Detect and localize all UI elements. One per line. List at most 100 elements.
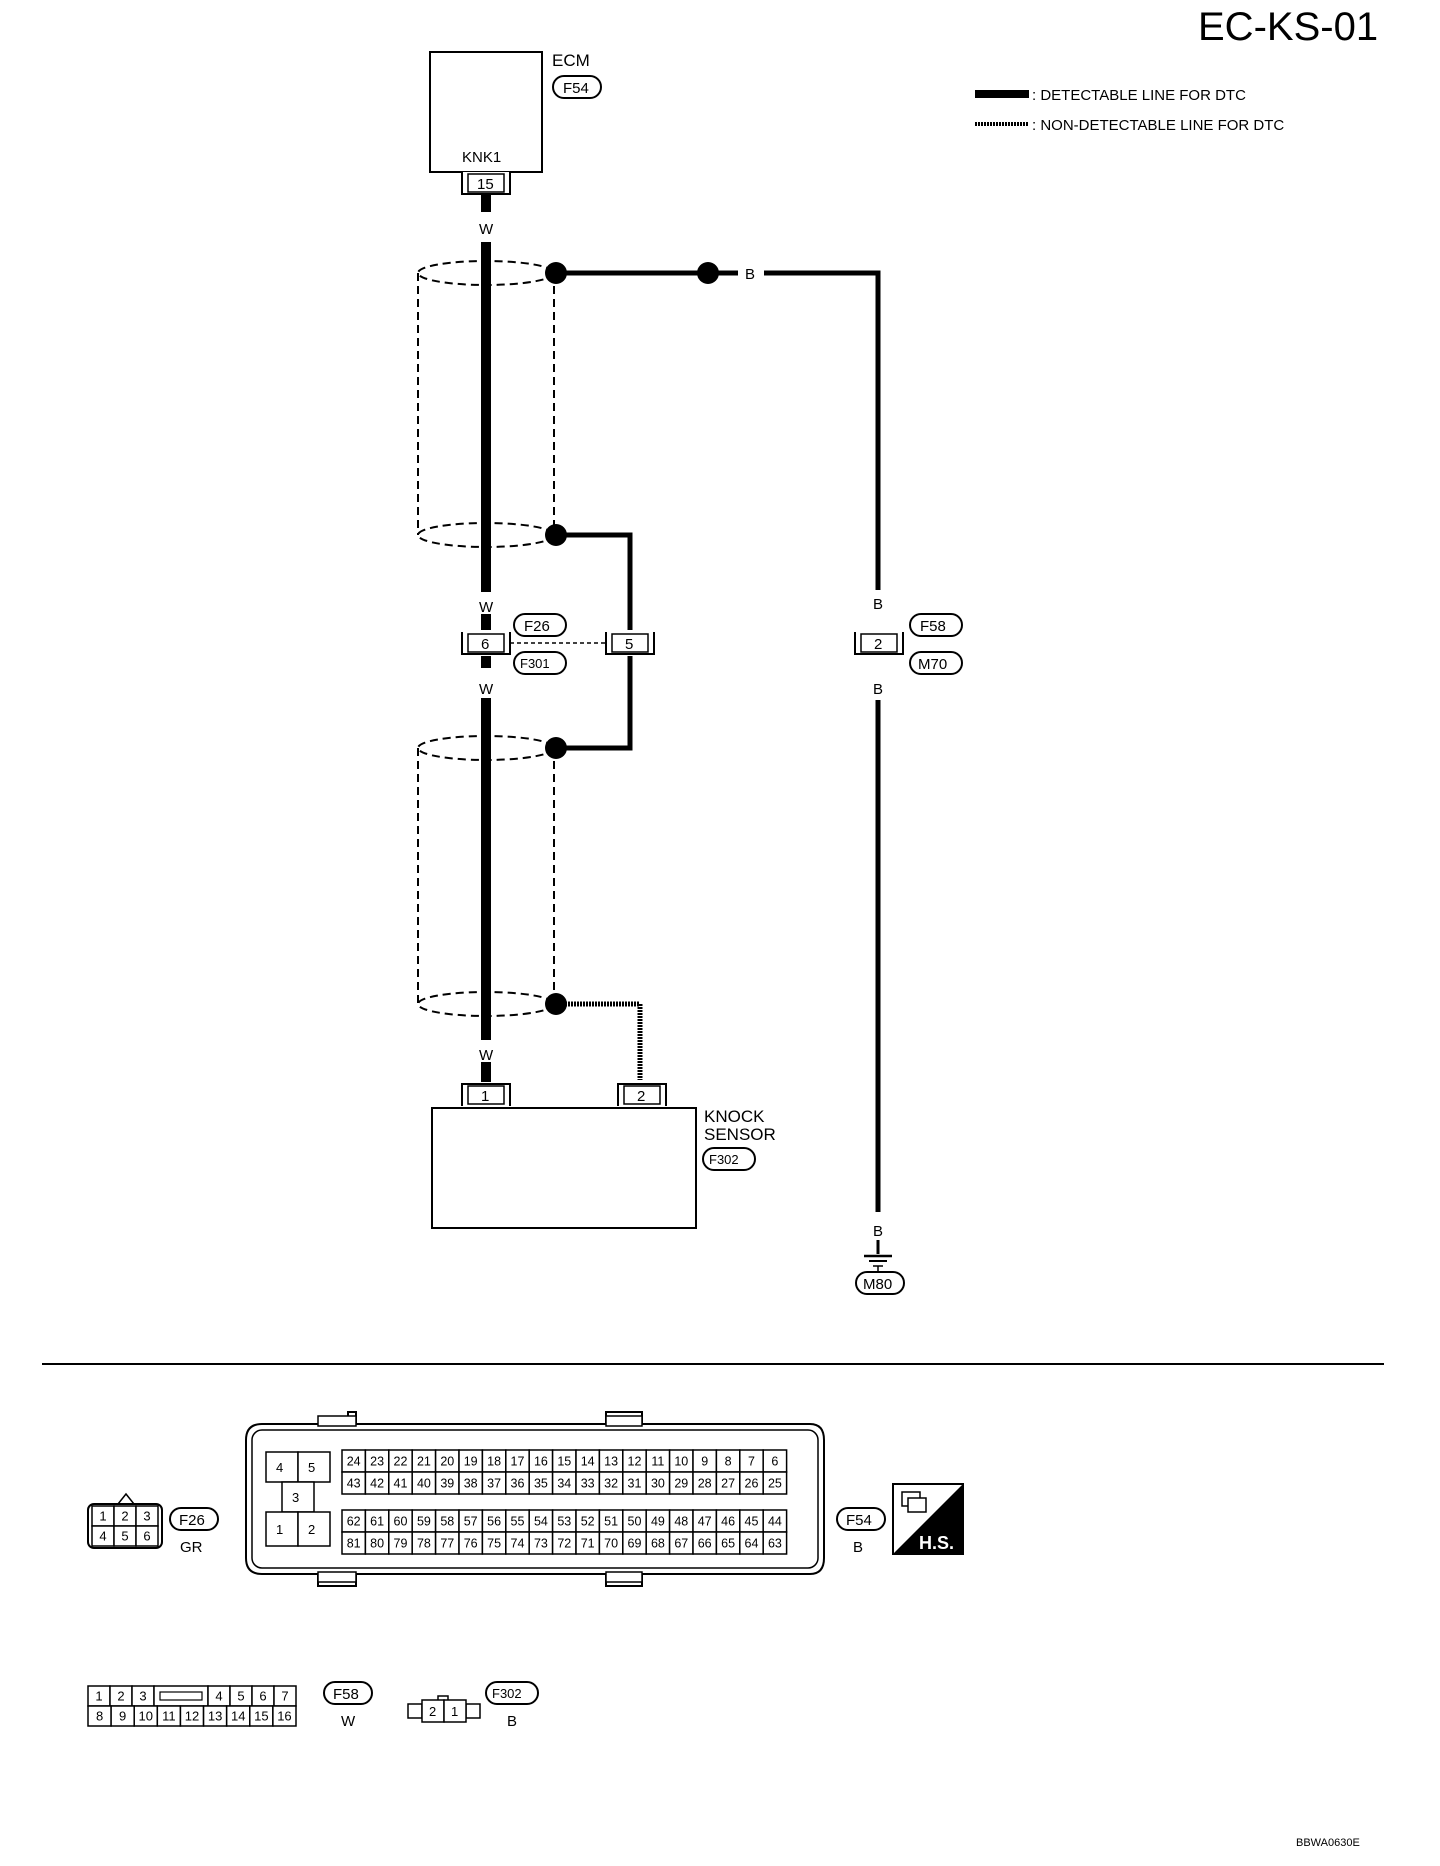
f54-pin-label: 6 (771, 1455, 778, 1469)
f54-pin-label: 80 (370, 1537, 384, 1551)
f26-pin-label: 3 (143, 1509, 150, 1524)
f54-pin-label: 67 (674, 1537, 688, 1551)
sensor-connector-code: F302 (709, 1152, 739, 1167)
f58-pin-label: 3 (139, 1689, 146, 1704)
page-id: EC-KS-01 (1198, 5, 1378, 49)
junction-pin-box (611, 633, 649, 653)
sensor-name-line2: SENSOR (704, 1125, 776, 1144)
f58-pin-label: 15 (254, 1709, 268, 1724)
f54-pin-label: 27 (721, 1477, 735, 1491)
f54-pin-label: 10 (674, 1455, 688, 1469)
ground-connector-code: M80 (863, 1276, 892, 1293)
junction-badge-b (513, 651, 567, 675)
f54-code: F54 (846, 1512, 872, 1529)
f302-pin-cell (443, 1699, 467, 1723)
wire-color-b-2: B (873, 596, 883, 613)
f54-pin-label: 28 (698, 1477, 712, 1491)
f26-housing (87, 1503, 163, 1549)
f54-pin-label: 37 (487, 1477, 501, 1491)
f58-pin-label: 11 (162, 1709, 176, 1724)
junction-code-a: F26 (524, 618, 550, 635)
f302-pin-label: 2 (429, 1704, 436, 1719)
f54-pin-label: 69 (628, 1537, 642, 1551)
f54-pin-label: 26 (745, 1477, 759, 1491)
f54-pin-label: 81 (347, 1537, 361, 1551)
f58-pin-label: 7 (281, 1689, 288, 1704)
f54-pin-label: 76 (464, 1537, 478, 1551)
f54-pin-label: 43 (347, 1477, 361, 1491)
signal-wire: W W W W (479, 194, 494, 1082)
f26-pin-label: 1 (99, 1509, 106, 1524)
f58-pin-label: 4 (215, 1689, 222, 1704)
f58-pin-label: 10 (139, 1709, 153, 1724)
f54-pin-label: 47 (698, 1515, 712, 1529)
f54-pin-label: 3 (292, 1490, 299, 1505)
f54-latch (605, 1571, 643, 1583)
legend-detectable-text: : DETECTABLE LINE FOR DTC (1032, 87, 1246, 104)
f54-pin-label: 51 (604, 1515, 618, 1529)
ecm-connector-badge (552, 75, 602, 99)
sensor-socket-2 (617, 1083, 667, 1106)
f54-pin-label: 46 (721, 1515, 735, 1529)
sensor-connector-badge (702, 1147, 756, 1171)
f54-latch (317, 1415, 357, 1427)
f58-pin-label: 14 (231, 1709, 245, 1724)
hs-badge: H.S. (892, 1483, 964, 1555)
f54-pin-cell (762, 1471, 788, 1495)
f54-pin-label: 13 (604, 1455, 618, 1469)
f54-pin-label: 60 (394, 1515, 408, 1529)
connector-face-f302: 2 1 F302 B (407, 1681, 539, 1730)
f54-pin-label: 68 (651, 1537, 665, 1551)
f54-pin-label: 73 (534, 1537, 548, 1551)
sensor-name-line1: KNOCK (704, 1107, 765, 1126)
f26-pin-label: 5 (121, 1529, 128, 1544)
ground-junction-pin: 2 (874, 636, 882, 653)
f26-pin-cell (135, 1525, 159, 1547)
ground-wire (764, 270, 881, 590)
wire-color-w-4: W (479, 1047, 494, 1064)
f302-code: F302 (492, 1686, 522, 1701)
f54-pin-label: 16 (534, 1455, 548, 1469)
f302-badge (485, 1681, 539, 1705)
junction-code-b: F301 (520, 656, 550, 671)
f54-pin-label: 35 (534, 1477, 548, 1491)
ecm-label: ECM (552, 51, 590, 70)
f54-pin-label: 22 (394, 1455, 408, 1469)
f54-pin-label: 56 (487, 1515, 501, 1529)
ground-junction-pin-box (860, 633, 898, 653)
ground-junction-code-b: M70 (918, 656, 947, 673)
ground-junction: B 2 F58 M70 B B (854, 596, 963, 1254)
f54-housing-inner (251, 1429, 819, 1569)
f54-pin-label: 33 (581, 1477, 595, 1491)
knock-sensor: 1 2 KNOCK SENSOR F302 (431, 1083, 776, 1229)
f54-pin-label: 14 (581, 1455, 595, 1469)
hs-label: H.S. (919, 1533, 954, 1553)
f26-pin-label: 6 (143, 1529, 150, 1544)
wire-color-w-3: W (479, 681, 494, 698)
junction-badge-a (513, 613, 567, 637)
f302-ear (465, 1703, 481, 1719)
f58-pin-cell (272, 1705, 297, 1727)
f58-slot-key (159, 1691, 203, 1701)
figure-code: BBWA0630E (1296, 1837, 1360, 1849)
f58-pin-label: 13 (208, 1709, 222, 1724)
f54-pin-label: 2 (308, 1522, 315, 1537)
connector-icon (907, 1497, 927, 1513)
f54-color: B (853, 1539, 863, 1556)
ground-junction-code-a: F58 (920, 618, 946, 635)
f54-pin-label: 49 (651, 1515, 665, 1529)
f54-pin-label: 42 (370, 1477, 384, 1491)
f54-pin-label: 58 (440, 1515, 454, 1529)
ecm-connector-code: F54 (563, 80, 589, 97)
ground-symbol: M80 (855, 1254, 905, 1295)
sensor-pin-box (623, 1085, 661, 1105)
f54-housing (245, 1411, 825, 1587)
f54-pin-label: 21 (417, 1455, 431, 1469)
f54-pin-label: 34 (557, 1477, 571, 1491)
splice-dot (545, 737, 567, 759)
f54-pin-label: 11 (651, 1455, 664, 1469)
